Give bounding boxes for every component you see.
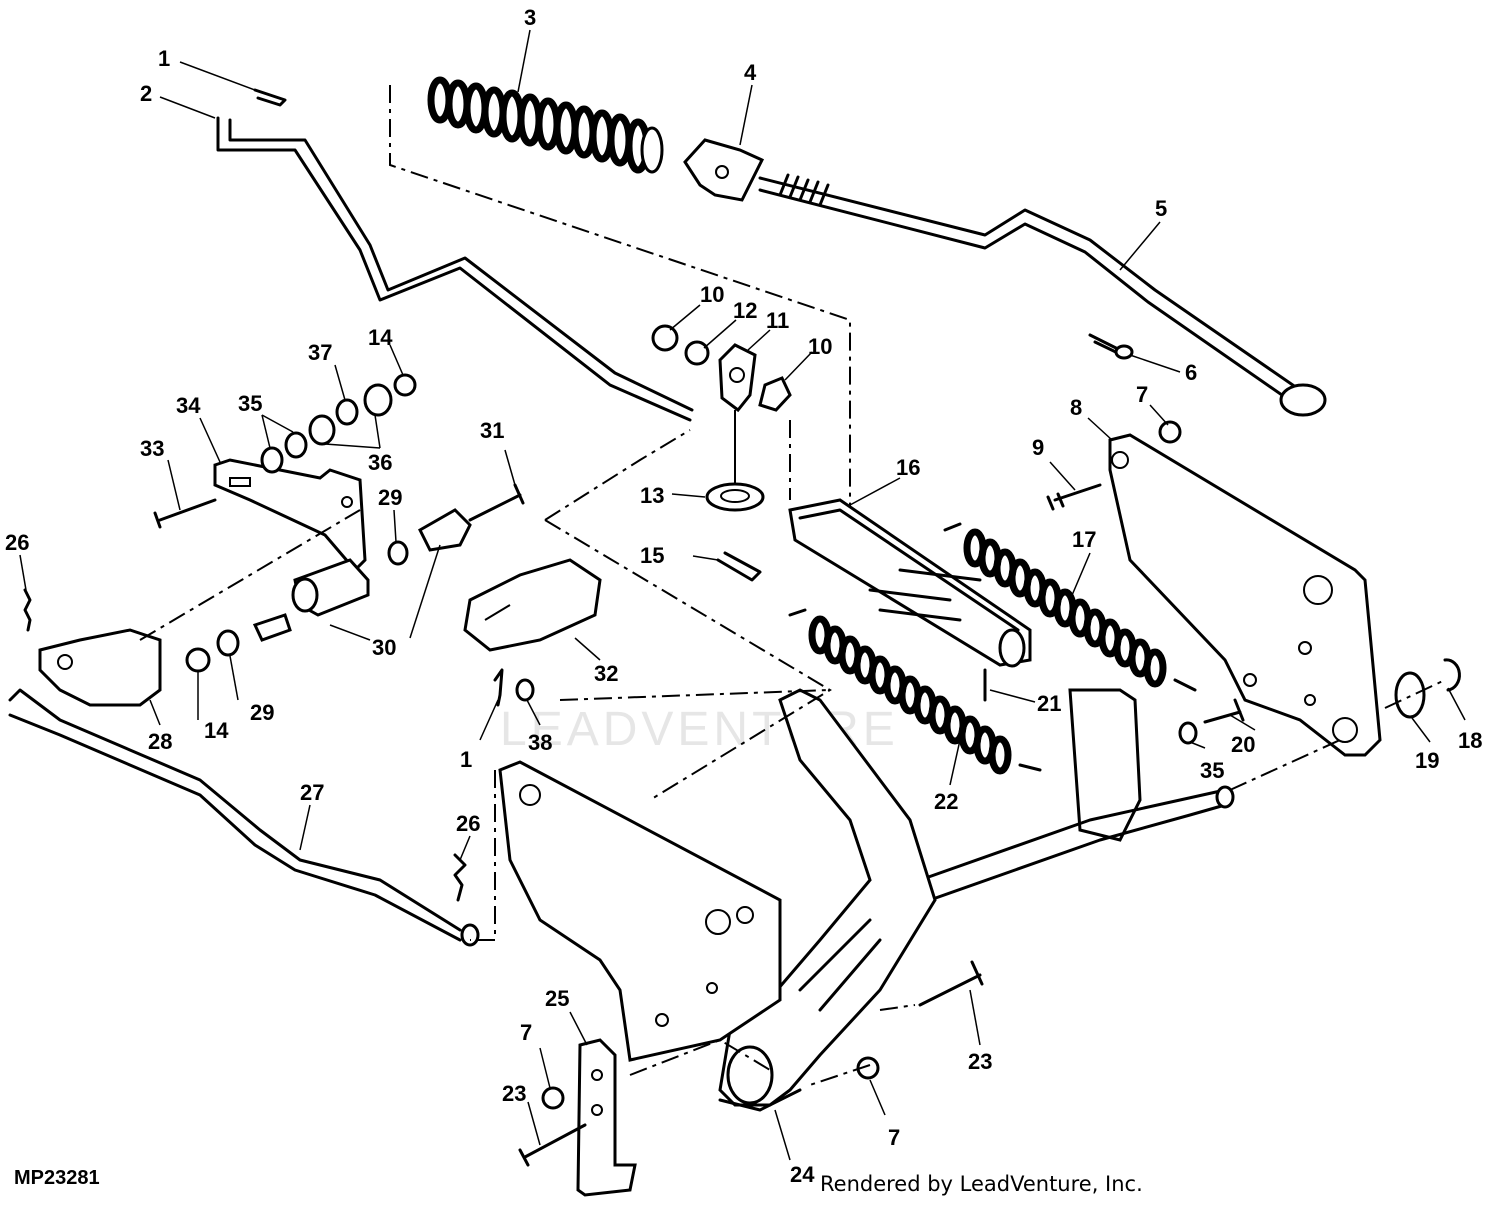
bolt-23-right bbox=[918, 960, 984, 1007]
cover-32 bbox=[463, 558, 602, 652]
washer-35-right bbox=[1178, 721, 1198, 745]
callout-4: 4 bbox=[744, 60, 757, 85]
washer-35b bbox=[284, 431, 308, 459]
callout-27: 27 bbox=[300, 780, 324, 805]
bracket-25 bbox=[576, 1038, 637, 1197]
callout-18: 18 bbox=[1458, 728, 1482, 753]
callout-23-right: 23 bbox=[968, 1049, 992, 1074]
clip-26-left bbox=[23, 588, 32, 632]
callout-5: 5 bbox=[1155, 196, 1167, 221]
washer-37 bbox=[335, 398, 359, 426]
callout-7-top: 7 bbox=[1136, 382, 1148, 407]
callout-13: 13 bbox=[640, 483, 664, 508]
nut-14-top bbox=[393, 373, 417, 397]
washer-29-top bbox=[387, 540, 409, 566]
callout-6: 6 bbox=[1185, 360, 1197, 385]
nut-7-left bbox=[541, 1086, 565, 1110]
callout-26-left: 26 bbox=[5, 530, 29, 555]
callout-37: 37 bbox=[308, 340, 332, 365]
rod-5 bbox=[758, 173, 1327, 417]
clip-26-right bbox=[453, 853, 467, 902]
clip-1-lower bbox=[493, 668, 504, 707]
washer-35 bbox=[260, 446, 284, 474]
callout-24: 24 bbox=[790, 1162, 815, 1187]
callouts: 1 2 3 4 5 6 7 8 9 10 10 11 12 13 14 14 1… bbox=[5, 5, 1482, 1187]
washer-19 bbox=[1394, 671, 1426, 719]
callout-32: 32 bbox=[594, 661, 618, 686]
callout-1-lower: 1 bbox=[460, 747, 472, 772]
callout-10-left: 10 bbox=[700, 282, 724, 307]
callout-10-right: 10 bbox=[808, 334, 832, 359]
bolt-31 bbox=[468, 483, 525, 522]
callout-14-bottom: 14 bbox=[204, 718, 229, 743]
callout-35-right: 35 bbox=[1200, 758, 1224, 783]
nut-14-bottom bbox=[185, 647, 211, 673]
callout-2: 2 bbox=[140, 81, 152, 106]
clip-1-top bbox=[253, 88, 287, 107]
sleeve-30 bbox=[252, 508, 472, 642]
left-plate bbox=[498, 760, 782, 1062]
callout-28: 28 bbox=[148, 729, 172, 754]
clip-18 bbox=[1443, 658, 1461, 692]
callout-31: 31 bbox=[480, 418, 504, 443]
callout-14-top: 14 bbox=[368, 325, 393, 350]
washer-38 bbox=[515, 678, 535, 702]
rod-2 bbox=[216, 116, 694, 422]
callout-21: 21 bbox=[1037, 691, 1061, 716]
callout-26-right: 26 bbox=[456, 811, 480, 836]
bolt-33 bbox=[153, 498, 217, 529]
callout-25: 25 bbox=[545, 986, 569, 1011]
callout-33: 33 bbox=[140, 436, 164, 461]
callout-3: 3 bbox=[524, 5, 536, 30]
arm-28 bbox=[38, 628, 162, 707]
bolt-9 bbox=[1046, 483, 1102, 511]
callout-8: 8 bbox=[1070, 395, 1082, 420]
callout-29-bottom: 29 bbox=[250, 700, 274, 725]
callout-38: 38 bbox=[528, 730, 552, 755]
bolt-20 bbox=[1203, 698, 1245, 724]
bracket-34 bbox=[213, 458, 367, 573]
hardware-stack-10-13 bbox=[651, 324, 792, 512]
bolt-23-left bbox=[518, 1123, 587, 1167]
spring-22 bbox=[788, 608, 1042, 775]
callout-34: 34 bbox=[176, 393, 201, 418]
arm-24 bbox=[718, 1088, 802, 1112]
rod-27 bbox=[8, 688, 480, 947]
callout-20: 20 bbox=[1231, 732, 1255, 757]
bushing-36b bbox=[363, 383, 393, 417]
callout-1: 1 bbox=[158, 46, 170, 71]
figure-id: MP23281 bbox=[14, 1167, 100, 1189]
bracket-16 bbox=[788, 498, 1032, 668]
callout-22: 22 bbox=[934, 789, 958, 814]
callout-11: 11 bbox=[766, 308, 789, 333]
nut-block-4 bbox=[683, 138, 765, 202]
callout-7-left: 7 bbox=[520, 1020, 532, 1045]
callout-15: 15 bbox=[640, 543, 664, 568]
callout-9: 9 bbox=[1032, 435, 1044, 460]
callout-17: 17 bbox=[1072, 527, 1096, 552]
callout-36: 36 bbox=[368, 450, 392, 475]
callout-23-left: 23 bbox=[502, 1081, 526, 1106]
callout-35-left: 35 bbox=[238, 391, 262, 416]
bushing-36 bbox=[308, 414, 336, 446]
callout-16: 16 bbox=[896, 455, 920, 480]
nut-7-top bbox=[1158, 420, 1182, 444]
callout-30: 30 bbox=[372, 635, 396, 660]
pin-15 bbox=[716, 551, 762, 582]
callout-7-right: 7 bbox=[888, 1125, 900, 1150]
callout-29-top: 29 bbox=[378, 485, 402, 510]
plate-8 bbox=[1108, 433, 1382, 757]
callout-12: 12 bbox=[733, 298, 757, 323]
spring-17 bbox=[943, 522, 1197, 692]
spring-3 bbox=[427, 76, 664, 174]
credit-text: Rendered by LeadVenture, Inc. bbox=[820, 1172, 1143, 1196]
cotter-pin-6 bbox=[1088, 333, 1134, 360]
washer-29-bottom bbox=[216, 629, 240, 657]
callout-19: 19 bbox=[1415, 748, 1439, 773]
